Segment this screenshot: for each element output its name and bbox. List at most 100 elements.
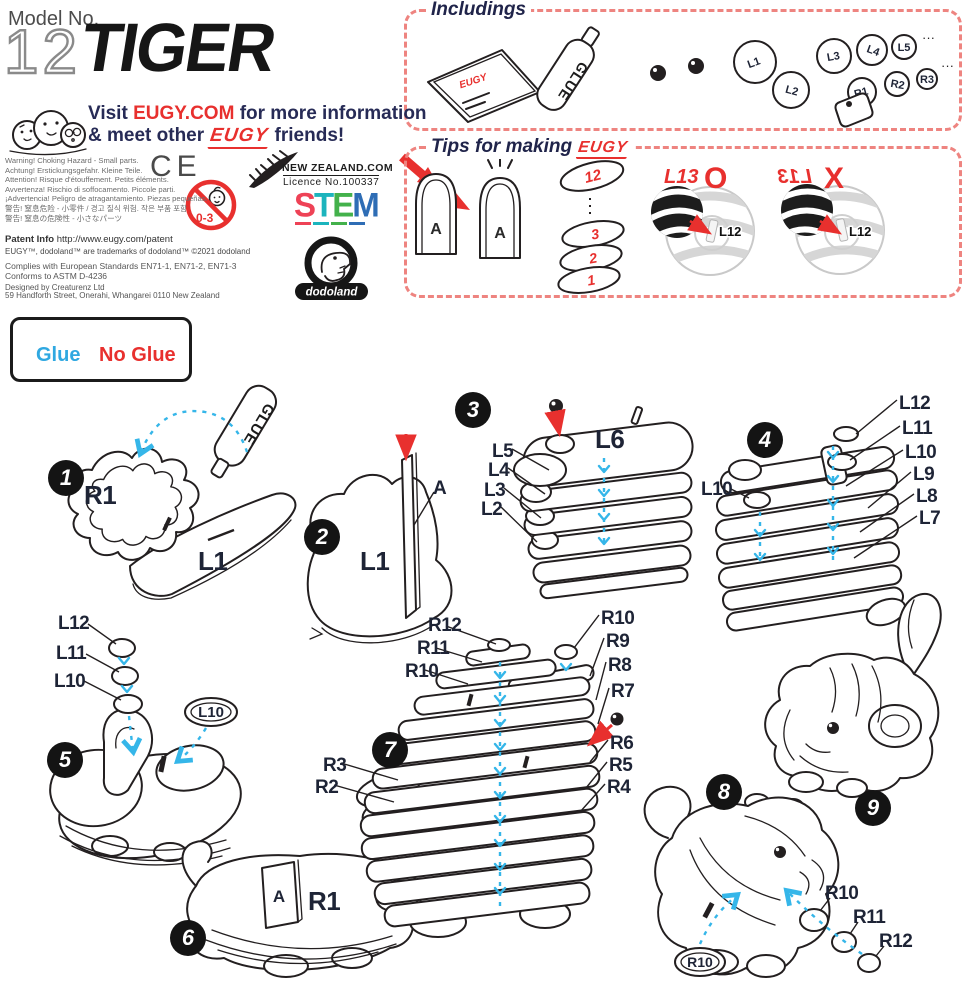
part-label-l12: L12 (899, 393, 931, 414)
part-label-r8: R8 (608, 655, 632, 676)
part-label-l1: L1 (360, 546, 390, 576)
standards-line1: Complies with European Standards EN71-1,… (5, 261, 237, 271)
tips-title-text: Tips for making (431, 136, 573, 157)
warning-line: Warning! Choking Hazard - Small parts. (5, 156, 139, 165)
correct-mark: O (704, 162, 727, 195)
eugy-logo: EUGY (207, 125, 271, 149)
glue-direction-arrow (698, 891, 741, 945)
svg-text:L1: L1 (746, 55, 762, 71)
designer-line1: Designed by Creaturenz Ltd (5, 283, 105, 292)
warning-text-block: Warning! Choking Hazard - Small parts. A… (5, 156, 208, 223)
nz-licence-text: Licence No.100337 (283, 175, 380, 188)
svg-text:2: 2 (587, 249, 599, 266)
part-label: L12 (849, 224, 871, 239)
includings-box (404, 9, 962, 131)
age-warning-icon: 0-3 (185, 179, 237, 231)
part-label-l8: L8 (916, 486, 938, 507)
tag-part-icon (834, 92, 874, 128)
part-label-oval: R10 (687, 954, 713, 970)
stem-logo: STEM (294, 185, 380, 225)
step-8-badge: 8 (706, 774, 742, 810)
part-label-r4: R4 (607, 777, 631, 798)
svg-text:12: 12 (583, 166, 604, 187)
step-1-badge: 1 (48, 460, 84, 496)
part-label: L12 (719, 224, 741, 239)
svg-text:R3: R3 (920, 74, 934, 86)
part-label-r3: R3 (323, 755, 347, 776)
orientation-correct-example: L13 O L12 (651, 162, 755, 276)
part-label-l12: L12 (58, 613, 90, 634)
part-label-r11: R11 (417, 638, 450, 659)
eyes-parts-icon (650, 58, 704, 81)
visit-post: for more information (234, 103, 427, 124)
step-3-badge: 3 (455, 392, 491, 428)
part-label-r1: R1 (308, 886, 341, 916)
part-label-r7: R7 (611, 681, 635, 702)
part-label-l1: L1 (198, 546, 228, 576)
visit-pre: Visit (88, 103, 134, 124)
eugy-com-link: EUGY.COM (133, 103, 235, 124)
includings-title: Includings (426, 0, 531, 21)
warning-line: 警告! 窒息危险 - 小零件 / 경고 질식 위험. 작은 부품 포함 (5, 203, 188, 213)
leader-lines (500, 448, 550, 543)
eye-insert-arrow (586, 720, 615, 747)
includings-illustration: EUGY GLUE L1 L2 L3 L4 L5 R1 R2 R (427, 26, 954, 128)
part-label-r6: R6 (610, 733, 634, 754)
step-5-badge: 5 (47, 742, 83, 778)
step-9-badge: 9 (855, 790, 891, 826)
mirrored-part-label: L13 (778, 166, 812, 188)
visit-line2: & meet other EUGY friends! (88, 125, 344, 149)
disc-stack-icon: 12 3 2 1 (557, 160, 625, 294)
part-label-l10-left: L10 (701, 479, 733, 500)
page-title: TIGER (75, 8, 280, 86)
trademark-line: EUGY™, dodoland™ are trademarks of dodol… (5, 247, 251, 256)
patent-url: http://www.eugy.com/patent (56, 234, 173, 245)
part-label-a: A (433, 478, 447, 499)
part-label-r10: R10 (825, 883, 859, 904)
part-label-l7: L7 (919, 508, 941, 529)
eugy-logo: EUGY (576, 139, 631, 159)
stem-letter: S (294, 185, 316, 224)
legend-no-glue-label: No Glue (99, 344, 176, 366)
eye-insert-arrow (544, 408, 566, 438)
silver-fern-icon (249, 150, 298, 188)
glue-bottle-icon: GLUE (210, 384, 278, 479)
leader-line (413, 491, 435, 526)
warning-line: Avvertenza! Rischio di soffocamento. Pic… (5, 184, 176, 194)
part-label-l4: L4 (488, 460, 510, 481)
glue-direction-arrow (134, 409, 249, 458)
leader-lines (83, 623, 122, 701)
tips-box (404, 146, 962, 298)
stem-letter: T (314, 185, 334, 224)
part-label-l2: L2 (481, 499, 503, 520)
svg-text:1: 1 (586, 271, 597, 288)
svg-text:R2: R2 (890, 78, 906, 92)
age-warning-label: 0-3 (196, 211, 214, 225)
svg-text:L4: L4 (865, 43, 882, 59)
visit-line1: Visit EUGY.COM for more information (88, 103, 427, 125)
step7-illustration (333, 614, 624, 938)
step-7-badge: 7 (372, 732, 408, 768)
patent-label: Patent Info (5, 234, 57, 245)
tab-label: A (430, 221, 442, 238)
leader-lines (333, 614, 610, 813)
warning-line: ¡Advertencia! Peligro de atragantamiento… (5, 194, 208, 204)
part-label-l10: L10 (905, 442, 937, 463)
part-label-r1: R1 (84, 480, 117, 510)
step3-illustration (500, 399, 694, 600)
part-label-l3: L3 (484, 480, 506, 501)
part-label-l6: L6 (595, 424, 625, 454)
designer-line2: 59 Handforth Street, Onerahi, Whangarei … (5, 291, 220, 300)
visit-line2-post: friends! (269, 125, 345, 146)
part-label-r12: R12 (879, 931, 913, 952)
ce-mark: CE (150, 150, 202, 183)
tab-piece-icon (415, 173, 457, 255)
part-label-r9: R9 (606, 631, 630, 652)
orientation-incorrect-example: L13 X L12 (778, 162, 885, 275)
model-no-label: Model No. (8, 8, 100, 30)
part-label-r10: R10 (405, 661, 439, 682)
model-number: 12 (3, 18, 81, 87)
tab-label: A (494, 225, 506, 242)
step8-illustration: R10 (643, 785, 885, 978)
part-label: L13 (664, 166, 698, 188)
